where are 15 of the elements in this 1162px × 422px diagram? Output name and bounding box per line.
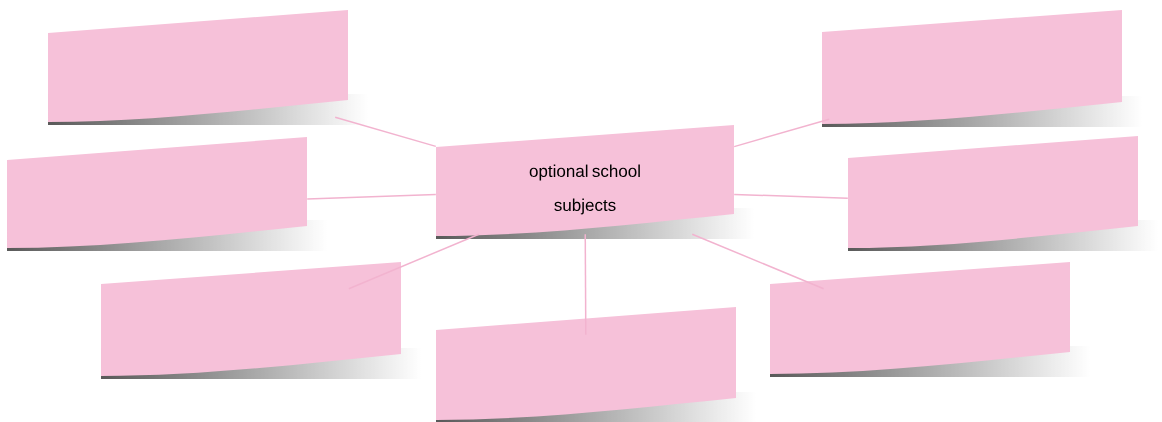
- sticky-note-box: [101, 262, 401, 376]
- connector-line: [733, 118, 830, 148]
- connector-line: [348, 233, 480, 290]
- connector-line: [584, 233, 587, 336]
- sticky-note-box: [770, 262, 1070, 374]
- subject-box: optional school subjects: [436, 125, 734, 236]
- sticky-note-box: [7, 137, 307, 248]
- connector-line: [733, 193, 849, 199]
- sticky-note-box: [848, 136, 1138, 248]
- connector-line: [334, 116, 437, 148]
- connector-line: [306, 193, 437, 200]
- sticky-note-box: [822, 10, 1122, 124]
- sticky-note-box: [48, 10, 348, 122]
- connector-line: [691, 233, 825, 290]
- sticky-note-box: [436, 307, 736, 420]
